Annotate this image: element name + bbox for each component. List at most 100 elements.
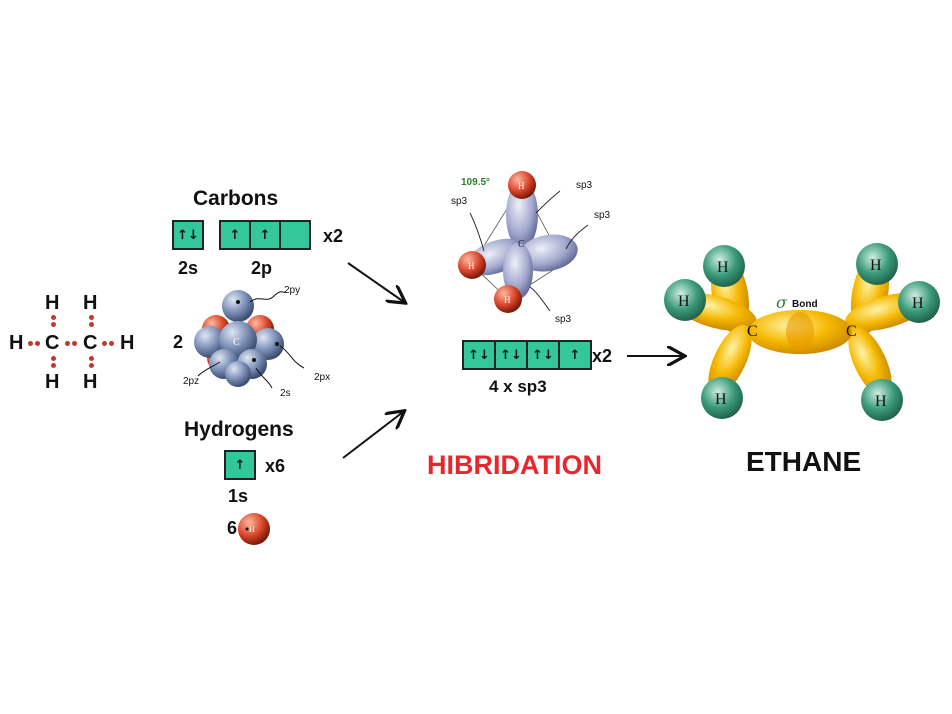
leader-line bbox=[197, 361, 221, 377]
sp3-box: ↑↓ bbox=[496, 342, 528, 368]
sp3-tetrahedral-model: C H H H bbox=[458, 171, 589, 313]
hybrid-h-sphere bbox=[494, 285, 522, 313]
carbon-2p-box-row: ↑ ↑ bbox=[219, 220, 311, 250]
ethane-h-label: H bbox=[875, 393, 887, 410]
electron-dot bbox=[28, 341, 33, 346]
sp3-label: sp3 bbox=[451, 196, 468, 207]
hybrid-multiplier: x2 bbox=[592, 346, 613, 366]
electron-dot bbox=[65, 341, 70, 346]
carbon-2s-box: ↑↓ bbox=[174, 222, 202, 248]
electron-dot bbox=[89, 363, 94, 368]
hybrid-sp3-label: 4 x sp3 bbox=[489, 377, 547, 396]
lewis-h-right: H bbox=[120, 332, 135, 354]
electron-dot bbox=[72, 341, 77, 346]
hibridation-title: HIBRIDATION bbox=[427, 450, 602, 480]
ethane-h-sphere bbox=[703, 245, 745, 287]
ethane-h-sphere bbox=[861, 379, 903, 421]
carbon-atom-count: 2 bbox=[173, 332, 184, 352]
hybrid-sp3-box-row: ↑↓ ↑↓ ↑↓ ↑ bbox=[462, 340, 592, 370]
lewis-h-top-left: H bbox=[45, 292, 60, 314]
leader-line bbox=[529, 286, 551, 312]
ethane-h-label: H bbox=[717, 259, 729, 276]
hydrogens-multiplier: x6 bbox=[265, 456, 286, 476]
carbons-multiplier: x2 bbox=[323, 226, 344, 246]
leader-line bbox=[279, 345, 305, 369]
leader-line bbox=[249, 291, 287, 303]
ethane-h-label: H bbox=[678, 293, 690, 310]
electron-dot bbox=[275, 342, 279, 346]
orbital-label-2s: 2s bbox=[280, 388, 291, 399]
leader-line bbox=[469, 212, 485, 252]
leader-line bbox=[255, 367, 273, 389]
hydrogen-atom-sphere: H bbox=[238, 513, 270, 545]
ethane-h-label: H bbox=[870, 257, 882, 274]
leader-line bbox=[565, 224, 589, 250]
lewis-h-bottom-right: H bbox=[83, 371, 98, 393]
sp3-lobe bbox=[503, 243, 533, 299]
ethane-c-label: C bbox=[747, 323, 758, 340]
electron-dot bbox=[51, 322, 56, 327]
lewis-c-left: C bbox=[45, 332, 60, 354]
orbital-blue-sphere bbox=[225, 361, 251, 387]
lewis-h-bottom-left: H bbox=[45, 371, 60, 393]
lewis-c-right: C bbox=[83, 332, 98, 354]
ethane-h-sphere bbox=[898, 281, 940, 323]
hydrogen-atom-count: 6 bbox=[227, 518, 238, 538]
hybrid-h-sphere bbox=[508, 171, 536, 199]
electron-dot bbox=[35, 341, 40, 346]
carbon-2s-label: 2s bbox=[178, 258, 199, 278]
electron-dot bbox=[51, 315, 56, 320]
sp3-label: sp3 bbox=[555, 314, 572, 325]
sigma-symbol: σ bbox=[776, 293, 788, 312]
ethane-h-label: H bbox=[912, 295, 924, 312]
orbital-blue-sphere bbox=[222, 290, 254, 322]
electron-dot bbox=[102, 341, 107, 346]
orbital-label-2pz: 2pz bbox=[183, 376, 200, 387]
hydrogen-1s-box: ↑ bbox=[226, 452, 254, 478]
hydrogen-1s-box-row: ↑ bbox=[224, 450, 256, 480]
hybrid-h-label: H bbox=[468, 261, 475, 271]
electron-dot bbox=[51, 363, 56, 368]
hybrid-h-label: H bbox=[504, 295, 511, 305]
carbon-2p-label: 2p bbox=[251, 258, 273, 278]
sp3-lobe bbox=[506, 181, 538, 249]
electron-dot bbox=[89, 322, 94, 327]
electron-dot bbox=[51, 356, 56, 361]
orbital-label-2py: 2py bbox=[284, 285, 301, 296]
ethane-h-sphere bbox=[664, 279, 706, 321]
lewis-h-top-right: H bbox=[83, 292, 98, 314]
electron-dot bbox=[89, 315, 94, 320]
sp3-center-label: C bbox=[518, 239, 525, 250]
hybrid-h-label: H bbox=[518, 181, 525, 191]
sigma-bond-overlap bbox=[786, 312, 814, 352]
ethane-title: ETHANE bbox=[746, 446, 862, 477]
sp3-box: ↑ bbox=[560, 342, 590, 368]
arrow-hydrogens-to-hybrid bbox=[342, 412, 403, 459]
ethane-c-label: C bbox=[846, 323, 857, 340]
electron-dot bbox=[252, 358, 256, 362]
electron-dot bbox=[89, 356, 94, 361]
carbon-2p-box: ↑ bbox=[251, 222, 281, 248]
bond-angle-label: 109.5° bbox=[461, 177, 491, 188]
bond-label: Bond bbox=[792, 299, 818, 310]
sp3-label: sp3 bbox=[594, 210, 611, 221]
orbital-blue-sphere bbox=[194, 326, 226, 358]
sp3-lobe bbox=[518, 234, 578, 272]
hydrogen-1s-label: 1s bbox=[228, 486, 249, 506]
sp3-box: ↑↓ bbox=[464, 342, 496, 368]
hydrogens-title: Hydrogens bbox=[184, 418, 294, 441]
orbital-label-2px: 2px bbox=[314, 372, 331, 383]
sp3-label: sp3 bbox=[576, 180, 593, 191]
carbon-2s-box-row: ↑↓ bbox=[172, 220, 204, 250]
hybrid-h-sphere bbox=[458, 251, 486, 279]
ethane-h-label: H bbox=[715, 391, 727, 408]
carbon-2p-box: ↑ bbox=[221, 222, 251, 248]
ethane-model: H H H H H H C C σ Bond bbox=[664, 243, 940, 421]
ethane-h-sphere bbox=[856, 243, 898, 285]
leader-line bbox=[535, 190, 561, 214]
arrow-carbons-to-hybrid bbox=[347, 262, 404, 302]
electron-dot bbox=[236, 300, 240, 304]
hydrogen-atom-label: H bbox=[249, 525, 255, 534]
electron-dot bbox=[109, 341, 114, 346]
